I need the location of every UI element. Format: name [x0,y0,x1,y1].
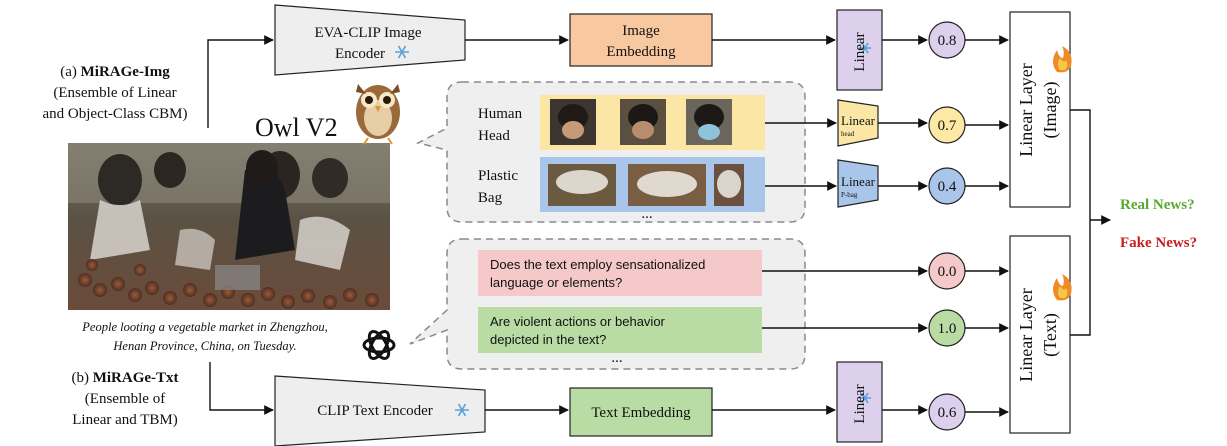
question2-text-2: depicted in the text? [490,332,606,347]
linear-layer-text-label: Linear Layer [1016,288,1036,381]
text-encoder-label: CLIP Text Encoder [317,403,433,419]
text-embedding-block [569,387,713,437]
concept-ellipsis: ... [641,206,652,222]
owl-detector-label: Owl V2 [255,113,338,142]
text-linear-block [836,361,883,443]
question1-score-value: 0.0 [938,264,957,280]
text-score-value: 0.6 [938,405,957,421]
text-encoder-block [274,375,486,446]
image-branch-title: (a) MiRAGe-Img (Ensemble of Linear and O… [20,62,210,125]
image-encoder-block [274,4,466,76]
image-linear-block [836,9,883,91]
concept-name-bag-2: Bag [478,190,503,206]
frozen-snowflake-icon [395,42,871,417]
linear-layer-image-label: Linear Layer [1016,63,1036,156]
image-embedding-block [569,13,713,67]
head-crops [550,99,732,145]
linear-layer-image-label-2: (Image) [1040,82,1061,139]
image-score-value: 0.8 [938,33,957,49]
question-ellipsis: ... [611,350,622,366]
openai-logo-icon [362,330,396,360]
image-encoder-label-2: Encoder [335,46,385,62]
question1-text: Does the text employ sensationalized [490,257,705,272]
bag-score-value: 0.4 [938,179,957,195]
head-linear-block [837,99,879,147]
news-photo [68,143,390,310]
text-linear-label: Linear [852,384,868,423]
image-embedding-label-2: Embedding [606,44,676,60]
head-linear-sub: head [841,130,855,138]
text-branch-desc-2: Linear and TBM) [72,412,178,428]
image-encoder-label: EVA-CLIP Image [314,25,421,41]
trainable-fire-icon [1053,46,1072,301]
question-box-1 [478,250,762,296]
concept-name-head-2: Head [478,128,510,144]
text-branch-tag: (b) [71,370,89,386]
image-branch-desc-1: (Ensemble of Linear [53,85,177,101]
image-embedding-label: Image [622,23,660,39]
question2-score-value: 1.0 [938,321,957,337]
image-branch-tag: (a) [60,64,77,80]
linear-layer-text-label-2: (Text) [1040,313,1061,357]
bag-linear-sub: P-bag [841,191,858,199]
bag-crops [548,164,744,206]
bag-linear-label: Linear [841,174,876,189]
output-real-news: Real News? [1120,197,1195,213]
caption-line-1: People looting a vegetable market in Zhe… [82,320,328,334]
text-branch-name: MiRAGe-Txt [92,370,179,386]
concept-name-bag: Plastic [478,168,518,184]
output-fake-news: Fake News? [1120,235,1197,251]
image-branch-desc-2: and Object-Class CBM) [42,106,188,122]
linear-layer-image [1009,11,1071,208]
linear-layer-text [1009,235,1071,434]
question1-text-2: language or elements? [490,275,622,290]
bag-linear-block [837,159,879,208]
text-branch-title: (b) MiRAGe-Txt (Ensemble of Linear and T… [20,368,230,431]
concept-name-head: Human [478,106,523,122]
image-linear-label: Linear [852,32,868,71]
image-branch-name: MiRAGe-Img [80,64,170,80]
news-caption: People looting a vegetable market in Zhe… [20,318,390,356]
text-branch-desc-1: (Ensemble of [84,391,166,407]
text-embedding-label: Text Embedding [591,405,691,421]
flow-arrows [207,35,1111,417]
question-box-2 [478,307,762,353]
head-linear-label: Linear [841,113,876,128]
caption-line-2: Henan Province, China, on Tuesday. [113,339,297,353]
head-score-value: 0.7 [938,118,957,134]
question2-text: Are violent actions or behavior [490,314,666,329]
owl-icon [356,84,400,145]
